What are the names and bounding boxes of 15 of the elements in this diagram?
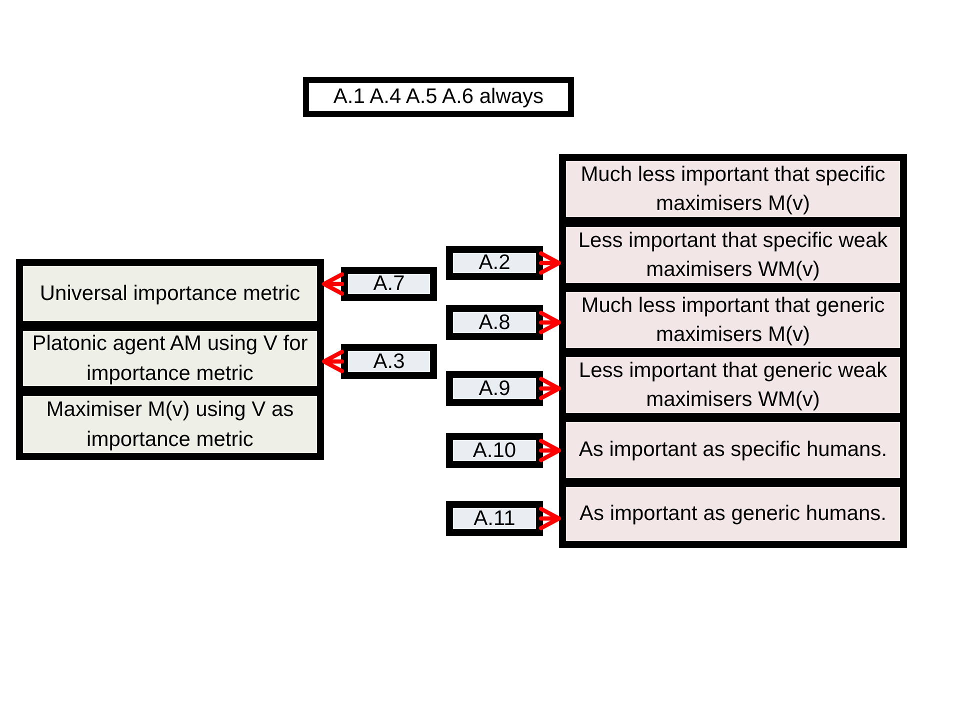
arrow (322, 272, 344, 296)
arrow (538, 251, 562, 275)
arrow (538, 376, 562, 400)
assumption-box: A.8 (446, 305, 543, 340)
assumption-box: A.9 (446, 371, 543, 406)
assumption-box: A.3 (341, 344, 437, 379)
arrow (538, 438, 562, 462)
label-box: A.1 A.4 A.5 A.6 always (303, 77, 574, 117)
assumption-box: A.11 (446, 501, 543, 536)
arrow (538, 506, 562, 530)
assumption-box: A.2 (446, 246, 543, 280)
assumption-box: A.7 (341, 267, 437, 301)
assumption-box: A.10 (446, 433, 543, 468)
arrow (322, 350, 344, 374)
arrow (538, 310, 562, 334)
